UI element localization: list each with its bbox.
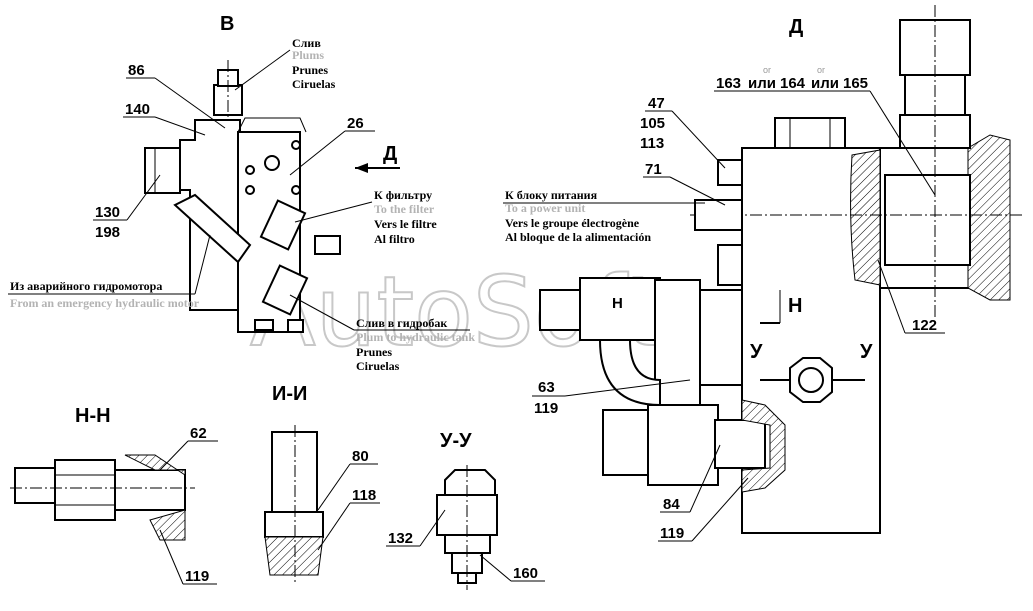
note-power-en: To a power unit [505,201,585,215]
side-plug [144,147,181,194]
motor-pipe [173,193,252,264]
filter-fitting [259,199,307,251]
section-uu-title: У-У [440,430,472,452]
callout-113: 113 [640,135,664,152]
section-u-right: У [860,341,873,363]
view-d-title: Д [789,16,803,38]
callout-160: 160 [513,565,538,582]
note-motor-en: From an emergency hydraulic motor [10,296,200,310]
note-filter-ru: К фильтру [374,188,432,202]
note-filter-fr: Vers le filtre [374,217,437,231]
view-v-title: В [220,13,234,35]
callout-84: 84 [663,496,680,513]
callout-165: 165 [843,75,868,92]
center-hex [789,357,833,403]
note-tank-es: Ciruelas [356,359,400,373]
section-h-inner: Н [612,295,623,312]
callout-105: 105 [640,115,665,132]
callout-130: 130 [95,204,120,221]
note-filter-en: To the filter [374,202,435,216]
callout-119-c: 119 [185,568,209,585]
callout-163: 163 [716,75,741,92]
note-power-ru: К блоку питания [505,188,598,202]
note-drain-en: Plums [292,48,324,62]
callout-26: 26 [347,115,364,132]
callout-or-1: или [748,75,776,92]
callouts-view-d: or or 163 или 164 или 165 47 105 113 71 … [503,65,945,542]
note-tank-ru: Слив в гидробак [356,316,447,330]
view-d-drawing: Д У У Н [539,5,1025,534]
callout-118: 118 [352,487,376,504]
callout-63: 63 [538,379,555,396]
note-drain-ru: Слив [292,36,321,50]
callout-198: 198 [95,224,120,241]
note-drain-es: Ciruelas [292,77,336,91]
note-tank-en: Plum to hydraulic tank [356,330,475,344]
note-motor-ru: Из аварийного гидромотора [10,279,162,293]
view-d-arrow-label: Д [383,143,397,165]
or-small-1: or [763,65,771,75]
section-u-left: У [750,341,763,363]
or-small-2: or [817,65,825,75]
section-ii-title: И-И [272,383,307,405]
section-nn: Н-Н 62 119 [10,405,218,585]
view-v-drawing: В Д [144,13,400,333]
callout-164: 164 [780,75,806,92]
callout-71: 71 [645,161,662,178]
callout-80: 80 [352,448,369,465]
note-filter-es: Al filtro [374,232,415,246]
note-tank-fr: Prunes [356,345,392,359]
callout-122: 122 [912,317,937,334]
note-power-es: Al bloque de la alimentación [505,230,651,244]
note-power-fr: Vers le groupe électrogène [505,216,640,230]
callout-62: 62 [190,425,207,442]
callout-119-b: 119 [660,525,684,542]
note-drain-fr: Prunes [292,63,328,77]
right-plug [314,235,341,255]
callout-86: 86 [128,62,145,79]
callout-119-a: 119 [534,400,558,417]
tank-fitting [261,264,309,316]
section-uu: У-У 132 160 [386,430,545,590]
top-nut [774,117,846,149]
callout-or-2: или [811,75,839,92]
section-h-marker: Н [788,295,802,317]
callout-132: 132 [388,530,413,547]
callout-47: 47 [648,95,665,112]
callout-140: 140 [125,101,150,118]
callouts-view-v: 86 140 26 130 198 Слив Plums Prunes Ciru… [8,36,475,373]
section-nn-title: Н-Н [75,405,111,427]
section-ii: И-И 80 118 [264,383,380,585]
